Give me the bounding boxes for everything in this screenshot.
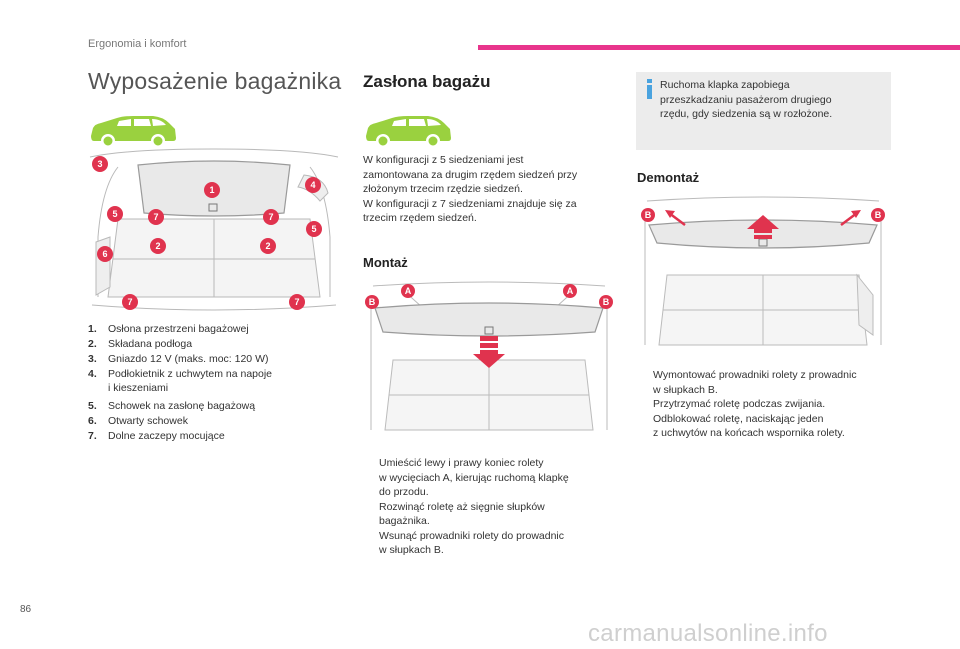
callout-badge-5	[306, 221, 322, 237]
callout-badge-5-label: 5	[311, 224, 316, 234]
callout-badge-2-label: 2	[265, 241, 270, 251]
callout-badge-7	[289, 294, 305, 310]
page-title: Wyposażenie bagażnika	[88, 68, 342, 94]
section-title: Zasłona bagażu	[363, 72, 491, 91]
label-badge-b-label: B	[645, 210, 652, 220]
list-item: 4.Podłokietnik z uchwytem na napoje	[88, 368, 273, 380]
label-badge-b-label: B	[875, 210, 882, 220]
checkbox-bullet-icon	[637, 412, 653, 441]
checkbox-bullet-icon	[637, 368, 653, 397]
callout-badge-7	[263, 209, 279, 225]
checkbox-bullet-icon	[363, 456, 379, 500]
label-badge-a-label: A	[405, 286, 412, 296]
list-item: i kieszeniami	[108, 382, 169, 394]
label-badge-b	[365, 295, 379, 309]
callout-badge-1	[204, 182, 220, 198]
callout-badge-7-label: 7	[153, 212, 158, 222]
callout-badge-6	[97, 246, 113, 262]
label-badge-b-label: B	[603, 297, 610, 307]
car-icon-left	[91, 116, 176, 148]
trunk-overview-illustration: 3 1 4 5 7 7 5 2 2 6 7 7	[89, 148, 339, 311]
label-badge-a	[401, 284, 415, 298]
header-accent-bar	[478, 45, 960, 50]
checkbox-bullet-icon	[363, 529, 379, 558]
callout-badge-7	[122, 294, 138, 310]
callout-badge-3-label: 3	[97, 159, 102, 169]
section-intro: W konfiguracji z 5 siedzeniami jest zamo…	[363, 154, 578, 224]
checkbox-bullet-icon	[637, 397, 653, 412]
info-text: Ruchoma klapka zapobiega przeszkadzaniu …	[660, 79, 833, 120]
running-header: Ergonomia i komfort	[88, 38, 187, 50]
label-badge-a-label: A	[567, 286, 574, 296]
list-item: Przytrzymać roletę podczas zwijania.	[637, 397, 897, 412]
info-icon	[647, 79, 652, 99]
callout-badge-7-label: 7	[127, 297, 132, 307]
list-item: 1.Osłona przestrzeni bagażowej	[88, 323, 249, 335]
callout-badge-3	[92, 156, 108, 172]
watermark: carmanualsonline.info	[588, 620, 828, 647]
list-item: 3.Gniazdo 12 V (maks. moc: 120 W)	[88, 353, 269, 365]
list-item: 5.Schowek na zasłonę bagażową	[88, 400, 256, 412]
mount-title: Montaż	[363, 255, 408, 270]
equipment-list: 1.Osłona przestrzeni bagażowej 2.Składan…	[88, 322, 338, 444]
label-badge-b	[599, 295, 613, 309]
info-box	[636, 72, 891, 150]
callout-badge-2	[150, 238, 166, 254]
list-item: Wymontować prowadniki rolety z prowadnic…	[637, 368, 897, 397]
callout-badge-1-label: 1	[209, 185, 214, 195]
callout-badge-7-label: 7	[294, 297, 299, 307]
list-item: 7.Dolne zaczepy mocujące	[88, 430, 225, 442]
callout-badge-6-label: 6	[102, 249, 107, 259]
callout-badge-7	[148, 209, 164, 225]
page-number: 86	[20, 604, 32, 615]
callout-badge-2	[260, 238, 276, 254]
callout-badge-4-label: 4	[310, 180, 315, 190]
callout-badge-7-label: 7	[268, 212, 273, 222]
label-badge-b	[871, 208, 885, 222]
checkbox-bullet-icon	[363, 500, 379, 529]
callout-badge-5-label: 5	[112, 209, 117, 219]
remove-title: Demontaż	[637, 170, 700, 185]
list-item: 2.Składana podłoga	[88, 338, 193, 350]
label-badge-b-label: B	[369, 297, 376, 307]
callout-badge-4	[305, 177, 321, 193]
remove-steps: Wymontować prowadniki rolety z prowadnic…	[637, 368, 897, 441]
callout-badge-5	[107, 206, 123, 222]
label-badge-a	[563, 284, 577, 298]
label-badge-b	[641, 208, 655, 222]
car-icon-middle	[366, 116, 451, 148]
list-item: 6.Otwarty schowek	[88, 415, 188, 427]
callout-badge-2-label: 2	[155, 241, 160, 251]
mount-illustration: B A A B	[365, 281, 613, 431]
